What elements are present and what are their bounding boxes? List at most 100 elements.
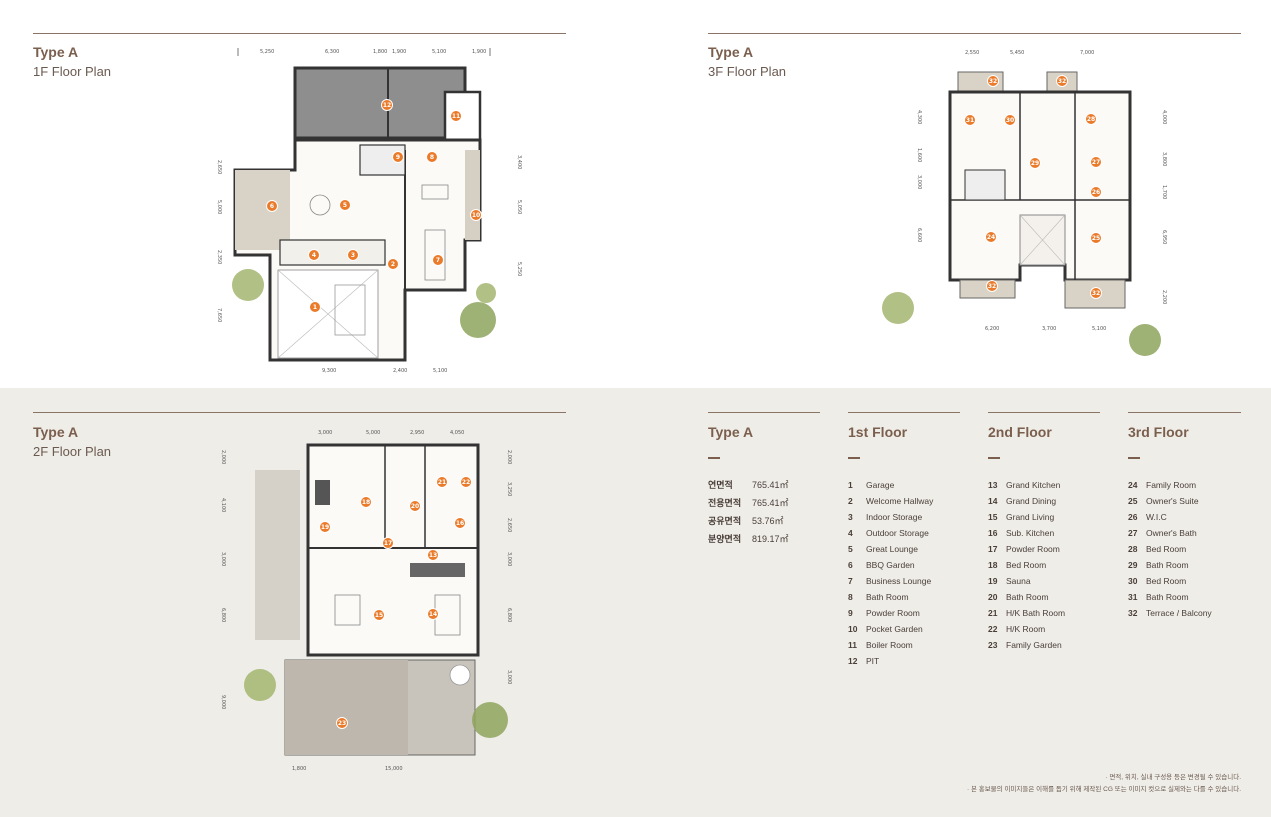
dim: 3,000: [220, 552, 226, 566]
svg-text:1: 1: [313, 304, 317, 311]
dim: 3,000: [916, 175, 922, 189]
plan-3f-type: Type A: [708, 44, 754, 60]
legend-2nd-title: 2nd Floor: [988, 424, 1052, 440]
room-marker: [454, 517, 466, 529]
note-line: · 면적, 위치, 실내 구성용 등은 변경될 수 있습니다.: [1105, 774, 1241, 781]
dim: 5,050: [516, 200, 522, 214]
plan-1f-title: 1F Floor Plan: [33, 64, 112, 79]
room-marker: [382, 537, 394, 549]
dim: 7,650: [216, 308, 222, 322]
markers-1f: 1 2 3 4 5 6 7 8 9 10 11 12: [266, 99, 482, 313]
room-marker: [309, 301, 321, 313]
dash: [848, 457, 860, 459]
dim: 1,800: [373, 49, 387, 55]
dim: 3,700: [1042, 326, 1056, 332]
dim: 6,800: [506, 608, 512, 622]
svg-text:23: 23: [338, 720, 346, 727]
legend-1st-title: 1st Floor: [848, 424, 908, 440]
dim: 3,000: [318, 430, 332, 436]
room-marker: [308, 249, 320, 261]
dim: 5,000: [216, 200, 222, 214]
room-marker: [1090, 156, 1102, 168]
rule-2nd: [988, 412, 1100, 413]
room-marker: [426, 151, 438, 163]
dash: [988, 457, 1000, 459]
floor-plan-1f: 5,250 6,300 1,800 1,900 5,100 1,900 9,30…: [216, 48, 522, 374]
bottom-band: [0, 388, 1271, 817]
svg-text:21: 21: [438, 479, 446, 486]
dim: 2,000: [220, 450, 226, 464]
dim: 1,900: [472, 49, 486, 55]
note-line: · 본 홍보물의 이미지들은 이해를 돕기 위해 제작된 CG 또는 이미지 컷…: [966, 786, 1241, 793]
dim: 6,600: [916, 228, 922, 242]
svg-text:30: 30: [1006, 117, 1014, 124]
plan-1f-type: Type A: [33, 44, 79, 60]
rule-3rd: [1128, 412, 1241, 413]
svg-text:11: 11: [452, 113, 460, 120]
floor-plan-2f: 3,000 5,000 2,950 4,050 1,800 15,000 2,0…: [220, 430, 512, 772]
rule-3f: [708, 33, 1241, 34]
dim: 5,000: [366, 430, 380, 436]
svg-text:29: 29: [1031, 160, 1039, 167]
svg-text:12: 12: [383, 102, 391, 109]
dims-left-1f: 2,650 5,000 2,350 7,650: [216, 160, 222, 322]
svg-text:2: 2: [391, 261, 395, 268]
dim: 4,300: [916, 110, 922, 124]
room-marker: [409, 500, 421, 512]
room-marker: [964, 114, 976, 126]
room-marker: [1090, 287, 1102, 299]
svg-text:17: 17: [384, 540, 392, 547]
rule-2f: [33, 412, 566, 413]
svg-text:8: 8: [430, 154, 434, 161]
room-marker: [266, 200, 278, 212]
dim: 1,800: [292, 766, 306, 772]
svg-text:4: 4: [312, 252, 316, 259]
svg-text:31: 31: [966, 117, 974, 124]
dim: 2,550: [965, 50, 979, 56]
room-marker: [381, 99, 393, 111]
dim: 1,900: [392, 49, 406, 55]
room-marker: [1085, 113, 1097, 125]
room-marker: [1090, 186, 1102, 198]
svg-text:3: 3: [351, 252, 355, 259]
dim: 5,100: [432, 49, 446, 55]
svg-text:13: 13: [429, 552, 437, 559]
room-marker: [427, 608, 439, 620]
dim: 2,200: [1161, 290, 1167, 304]
svg-text:6: 6: [270, 203, 274, 210]
room-marker: [1056, 75, 1068, 87]
svg-text:15: 15: [375, 612, 383, 619]
room-marker: [432, 254, 444, 266]
legend-3rd-title: 3rd Floor: [1128, 424, 1189, 440]
svg-text:27: 27: [1092, 159, 1100, 166]
svg-text:32: 32: [988, 283, 996, 290]
room-marker: [336, 717, 348, 729]
svg-text:26: 26: [1092, 189, 1100, 196]
room-marker: [427, 549, 439, 561]
dims-bottom-1f: 9,300 2,400 5,100: [322, 368, 447, 374]
svg-text:18: 18: [362, 499, 370, 506]
dim: 1,600: [916, 148, 922, 162]
room-marker: [985, 231, 997, 243]
plan-2f-title: 2F Floor Plan: [33, 444, 112, 459]
